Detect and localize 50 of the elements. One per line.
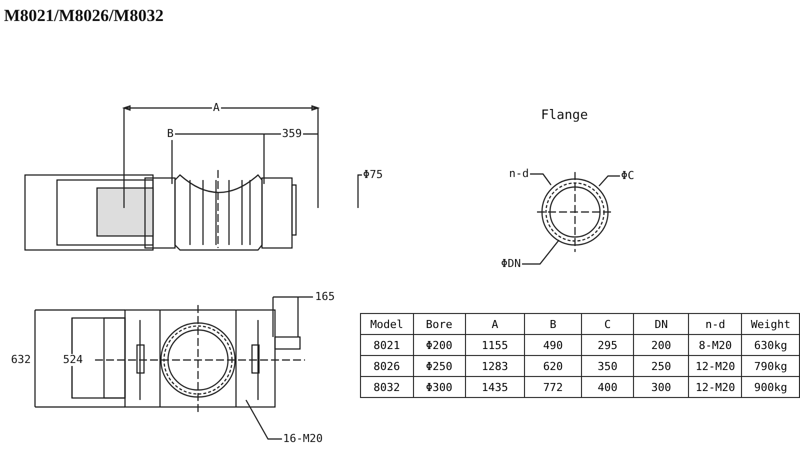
- leader-line: [522, 240, 560, 265]
- column-header: B: [524, 314, 582, 334]
- table-cell: 12-M20: [688, 376, 742, 398]
- leader-line: [598, 175, 620, 186]
- table-cell: 790kg: [742, 356, 800, 376]
- column-header: Model: [360, 314, 413, 334]
- table-cell: 295: [582, 334, 634, 356]
- dimension-label: 524: [62, 354, 84, 366]
- leader-line: [530, 173, 552, 186]
- table-cell: 1283: [465, 356, 524, 376]
- callout-label: ΦC: [620, 170, 636, 182]
- table-cell: 630kg: [742, 334, 800, 356]
- callout-label: 16-M20: [282, 433, 324, 445]
- table-cell: Φ300: [413, 376, 466, 398]
- column-header: Bore: [413, 314, 466, 334]
- table-cell: 8026: [360, 356, 413, 376]
- dimension-label: B: [166, 128, 175, 140]
- callout-label: Φ75: [362, 169, 384, 181]
- column-header: A: [465, 314, 524, 334]
- table-cell: 490: [524, 334, 582, 356]
- table-cell: 200: [634, 334, 689, 356]
- table-cell: 772: [524, 376, 582, 398]
- dimension-label: 632: [10, 354, 32, 366]
- column-header: DN: [634, 314, 689, 334]
- table-cell: 900kg: [742, 376, 800, 398]
- section-heading: Flange: [540, 108, 589, 123]
- table-cell: Φ200: [413, 334, 466, 356]
- table-cell: 250: [634, 356, 689, 376]
- table-cell: 350: [582, 356, 634, 376]
- table-cell: Φ250: [413, 356, 466, 376]
- drawing-title: M8021/M8026/M8032: [4, 6, 164, 26]
- table-cell: 620: [524, 356, 582, 376]
- column-header: C: [582, 314, 634, 334]
- table-cell: 12-M20: [688, 356, 742, 376]
- callout-label: ΦDN: [500, 258, 522, 270]
- table-cell: 300: [634, 376, 689, 398]
- column-header: Weight: [742, 314, 800, 334]
- table-cell: 8021: [360, 334, 413, 356]
- dimension-label: A: [212, 102, 221, 114]
- column-header: n-d: [688, 314, 742, 334]
- dimension-label: 165: [314, 291, 336, 303]
- callout-label: n-d: [508, 168, 530, 180]
- table-cell: 8-M20: [688, 334, 742, 356]
- table-cell: 8032: [360, 376, 413, 398]
- leader-line: [357, 174, 362, 208]
- table-cell: 1435: [465, 376, 524, 398]
- table-cell: 1155: [465, 334, 524, 356]
- leader-line: [245, 400, 282, 440]
- dimension-label: 359: [281, 128, 303, 140]
- table-cell: 400: [582, 376, 634, 398]
